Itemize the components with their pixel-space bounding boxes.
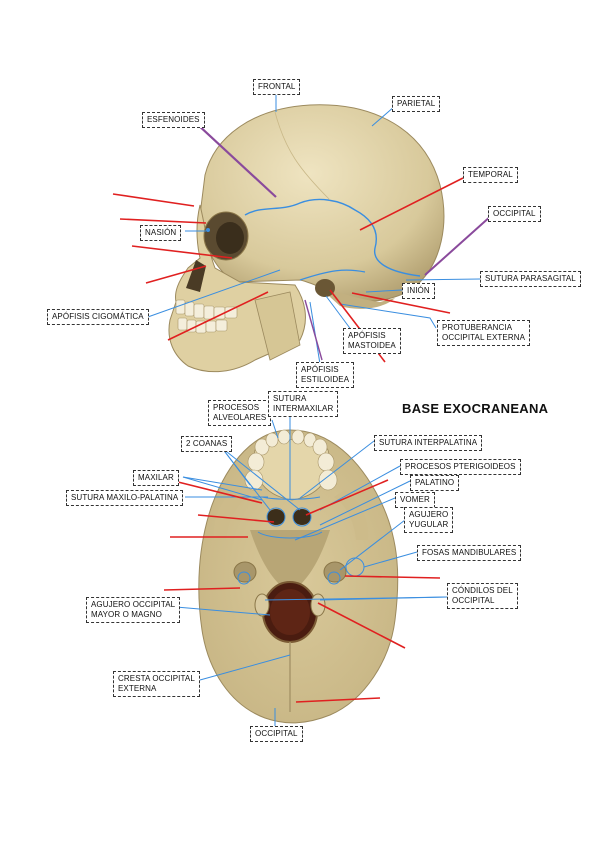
choana-right bbox=[293, 509, 311, 525]
label-sutura-maxilo-palatina: SUTURA MAXILO-PALATINA bbox=[66, 490, 184, 506]
label-occipital-base: OCCIPITAL bbox=[250, 726, 303, 742]
label-parietal: PARIETAL bbox=[392, 96, 441, 112]
label-procesos-pterigoideos: PROCESOS PTERIGOIDEOS bbox=[400, 459, 521, 475]
label-apofisis-cigomatica: APÓFISIS CIGOMÁTICA bbox=[47, 309, 149, 325]
lateral-pointers bbox=[112, 94, 493, 365]
label-fosas-mandibulares: FOSAS MANDIBULARES bbox=[417, 545, 522, 561]
label-vomer: VOMER bbox=[395, 492, 435, 508]
label-maxilar: MAXILAR bbox=[133, 470, 179, 486]
label-temporal: TEMPORAL bbox=[463, 167, 518, 183]
label-occipital-lateral: OCCIPITAL bbox=[488, 206, 541, 222]
lateral-cranium bbox=[199, 104, 445, 302]
label-sutura-interpalatina: SUTURA INTERPALATINA bbox=[374, 435, 483, 451]
coronal-suture bbox=[244, 198, 421, 277]
base-pointers bbox=[163, 415, 448, 728]
label-2-coanas: 2 COANAS bbox=[181, 436, 233, 452]
label-palatino: PALATINO bbox=[410, 475, 460, 491]
label-inion: INIÓN bbox=[402, 283, 435, 299]
section-title-base-exocraneana: BASE EXOCRANEANA bbox=[402, 401, 549, 416]
label-sutura-parasagital: SUTURA PARASAGITAL bbox=[480, 271, 581, 287]
label-frontal: FRONTAL bbox=[253, 79, 301, 95]
label-esfenoides: ESFENOIDES bbox=[142, 112, 205, 128]
label-nasion: NASIÓN bbox=[140, 225, 182, 241]
lateral-skull bbox=[168, 104, 445, 373]
choana-left bbox=[267, 509, 285, 525]
